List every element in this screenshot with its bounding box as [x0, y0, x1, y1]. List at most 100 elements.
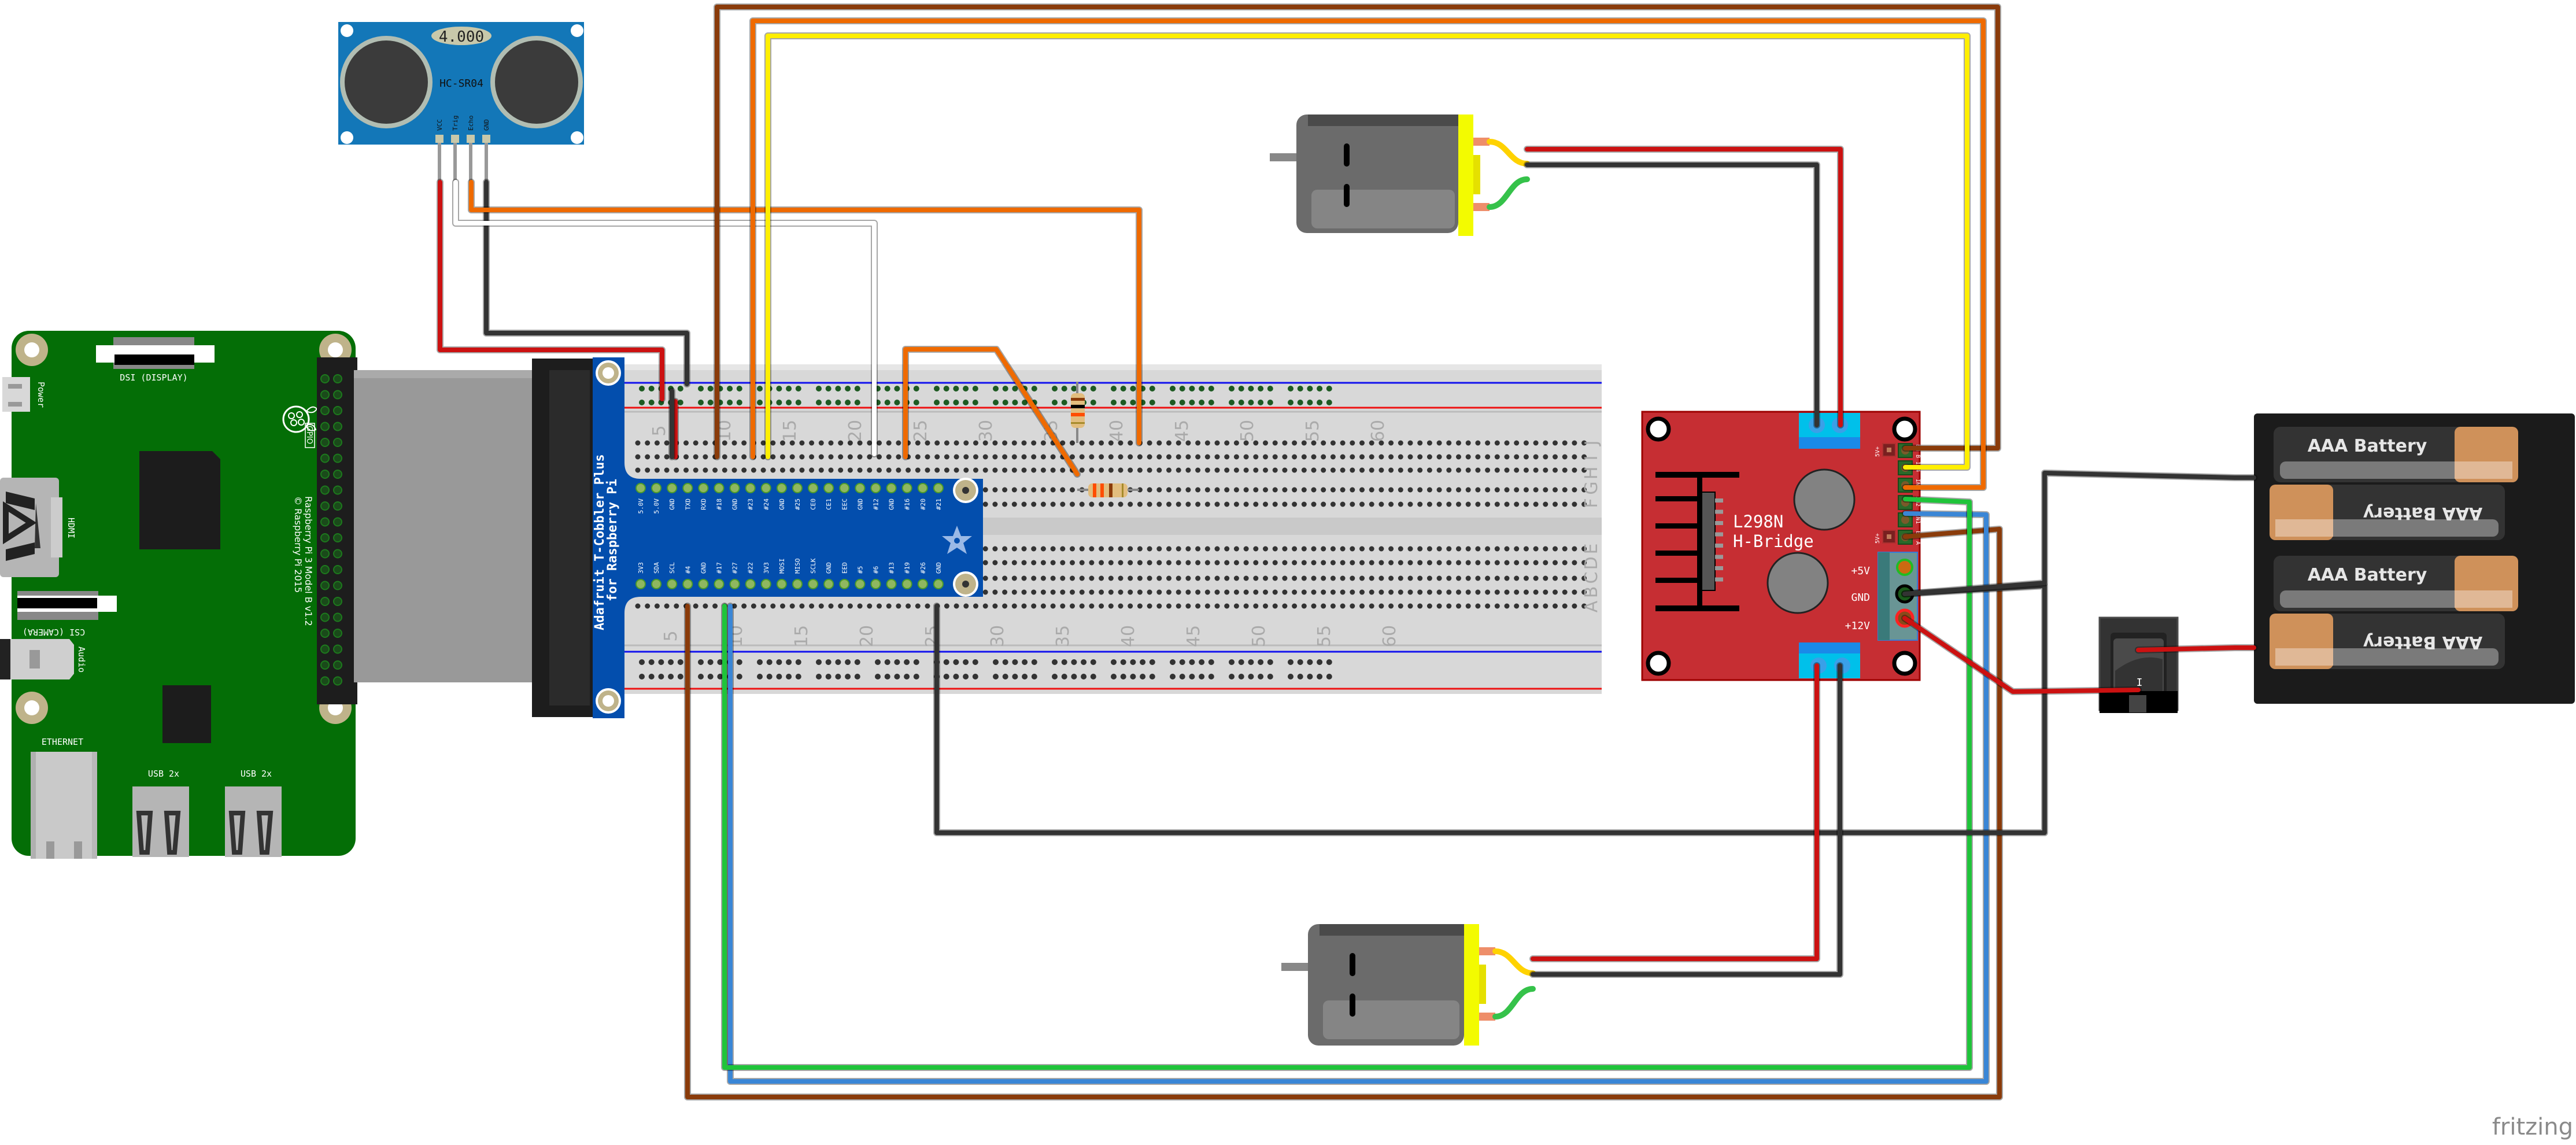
breadboard-hole [1002, 546, 1008, 552]
breadboard-hole [1156, 454, 1162, 460]
breadboard-hole [1417, 560, 1423, 566]
rail-hole [1238, 659, 1244, 665]
breadboard-hole [1089, 575, 1095, 581]
breadboard-hole [1118, 501, 1123, 507]
breadboard-hole [635, 603, 641, 609]
breadboard-hole [925, 454, 930, 460]
breadboard-hole [1553, 546, 1558, 552]
breadboard-hole [1301, 546, 1307, 552]
breadboard-hole [1359, 589, 1365, 595]
breadboard-hole [1533, 501, 1539, 507]
rail-hole [1297, 386, 1303, 391]
breadboard-hole [1079, 546, 1085, 552]
breadboard-hole [1572, 454, 1577, 460]
breadboard-hole [1070, 440, 1075, 446]
control-pin-label: IN3 [1915, 479, 1921, 489]
breadboard-hole [712, 603, 718, 609]
breadboard-hole [1099, 546, 1104, 552]
breadboard-hole [1494, 454, 1500, 460]
dc-motor-top[interactable] [1270, 114, 1530, 236]
rail-hole [1317, 400, 1323, 405]
battery-pos-wire [2136, 645, 2256, 652]
breadboard-hole [1185, 575, 1191, 581]
breadboard-hole [1581, 501, 1587, 507]
breadboard-hole [1378, 546, 1384, 552]
fritzing-watermark: fritzing [2492, 1114, 2573, 1140]
breadboard-hole [838, 454, 844, 460]
rail-hole [943, 400, 949, 405]
breadboard-hole [1292, 440, 1298, 446]
breadboard-hole [1099, 603, 1104, 609]
motor-a-red-wire [1525, 147, 1843, 427]
breadboard-hole [1311, 546, 1317, 552]
gpio-pin [333, 470, 342, 479]
breadboard-hole [847, 467, 853, 473]
breadboard-hole [982, 575, 988, 581]
rail-hole [1130, 674, 1136, 679]
breadboard-hole [809, 467, 815, 473]
cobbler-pin-label: #17 [716, 562, 723, 574]
breadboard-hole [635, 467, 641, 473]
rail-hole [757, 659, 763, 665]
breadboard-hole [886, 603, 892, 609]
breadboard-hole [1050, 454, 1056, 460]
pi-model-text: Raspberry Pi 3 Model B v1.2 [303, 496, 314, 626]
dc-motor-bottom[interactable] [1281, 924, 1536, 1046]
breadboard-hole [1485, 454, 1491, 460]
breadboard-hole [1301, 440, 1307, 446]
raspberry-pi[interactable]: DSI (DISPLAY) Power HDMI Raspberry [0, 331, 357, 859]
rail-hole [1170, 659, 1176, 665]
breadboard-hole [963, 467, 969, 473]
in3-wire [751, 19, 1986, 490]
breadboard-hole [1456, 487, 1461, 493]
breadboard-hole [1407, 440, 1413, 446]
breadboard-hole [1446, 487, 1452, 493]
rail-hole [1326, 400, 1332, 405]
breadboard-hole [1079, 589, 1085, 595]
jumper-5v-pin [1887, 534, 1891, 539]
rail-hole [993, 659, 999, 665]
breadboard-hole [1426, 501, 1432, 507]
rail-hole [1149, 386, 1155, 391]
breadboard-hole [1214, 603, 1220, 609]
cobbler-pin-label: #20 [919, 498, 927, 510]
rail-hole [707, 386, 714, 391]
gpio-pin [333, 390, 342, 400]
breadboard-hole [780, 603, 785, 609]
t-cobbler[interactable]: Adafruit T-Cobbler Plus for Raspberry Pi… [593, 357, 983, 718]
ethernet-port [31, 752, 97, 859]
breadboard-hole [760, 440, 766, 446]
resistor-horizontal [1077, 483, 1139, 497]
breadboard-hole [1398, 575, 1403, 581]
rail-hole [1090, 400, 1096, 405]
breadboard-hole [1436, 501, 1442, 507]
breadboard-hole [1108, 560, 1114, 566]
rocker-switch[interactable]: I [2098, 616, 2179, 713]
rail-hole [1208, 400, 1214, 405]
breadboard-hole [1195, 467, 1201, 473]
breadboard-hole [1292, 560, 1298, 566]
breadboard-hole [1456, 589, 1461, 595]
rail-hole [1258, 386, 1264, 391]
breadboard-hole [1340, 440, 1346, 446]
breadboard-hole [982, 589, 988, 595]
cobbler-pin [651, 483, 662, 493]
breadboard-hole [1581, 575, 1587, 581]
breadboard-hole [1446, 501, 1452, 507]
breadboard-hole [1185, 440, 1191, 446]
breadboard-hole [1253, 440, 1259, 446]
breadboard-hole [1147, 560, 1152, 566]
breadboard-hole [654, 603, 660, 609]
gpio-pin [320, 453, 330, 463]
rail-hole [1297, 400, 1303, 405]
battery-cell-highlight [2280, 590, 2499, 608]
rail-hole [1307, 659, 1313, 665]
column-number: 25 [911, 420, 931, 442]
rail-hole [1022, 659, 1028, 665]
breadboard-hole [1079, 603, 1085, 609]
rail-hole [825, 659, 831, 665]
rail-hole [1238, 674, 1244, 679]
